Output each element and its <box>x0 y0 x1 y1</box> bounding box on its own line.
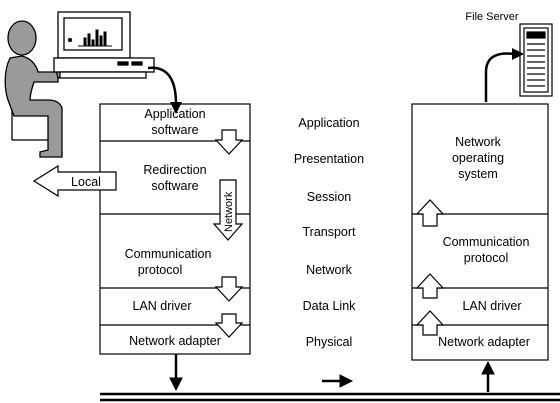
client-communication-label-1: Communication <box>125 247 212 261</box>
client-application-label-2: software <box>151 123 198 137</box>
client-communication-label-2: protocol <box>138 263 182 277</box>
down-arrow-icon <box>214 313 244 338</box>
server-communication-label-2: protocol <box>464 251 508 265</box>
osi-layer-application: Application <box>298 116 359 130</box>
local-left-arrow-icon <box>32 164 117 198</box>
network-down-arrow-icon <box>212 179 244 241</box>
client-network-adapter-label: Network adapter <box>129 334 221 348</box>
client-input-arrow <box>147 66 178 105</box>
server-up-arrows <box>415 199 445 336</box>
client-redirection-label-1: Redirection <box>143 163 206 177</box>
server-nos-label-3: system <box>458 167 498 181</box>
server-nos-label-1: Network <box>455 135 502 149</box>
network-arrow-label: Network <box>223 191 235 232</box>
osi-layer-data-link: Data Link <box>303 299 357 313</box>
up-arrow-icon <box>415 273 445 299</box>
file-server-label: File Server <box>465 11 519 23</box>
client-down-arrows <box>212 129 244 338</box>
right-arrow-icon <box>339 374 354 388</box>
user-body <box>4 55 63 158</box>
osi-layer-presentation: Presentation <box>294 152 364 166</box>
monitor-screen <box>63 17 123 51</box>
client-lan-driver-label: LAN driver <box>132 299 191 313</box>
osi-layer-network: Network <box>306 263 353 277</box>
server-nos-label-2: operating <box>452 151 504 165</box>
server-network-adapter-label: Network adapter <box>438 335 530 349</box>
network-cable <box>100 392 560 402</box>
osi-layer-session: Session <box>307 190 352 204</box>
server-communication-label-1: Communication <box>443 235 530 249</box>
up-arrow-icon <box>415 199 445 227</box>
server-lan-driver-label: LAN driver <box>462 299 521 313</box>
up-arrow-icon <box>481 360 495 375</box>
server-output-arrow <box>484 52 515 102</box>
client-application-label-1: Application <box>144 107 205 121</box>
down-arrow-icon <box>214 129 244 155</box>
up-arrow-icon <box>415 310 445 336</box>
user-workstation-illustration <box>4 11 155 158</box>
chair <box>11 110 48 141</box>
osi-layer-physical: Physical <box>306 335 353 349</box>
client-redirection-label-2: software <box>151 179 198 193</box>
file-server-icon <box>519 23 553 97</box>
osi-layer-transport: Transport <box>302 225 356 239</box>
user-head <box>7 20 37 56</box>
local-label: Local <box>71 175 101 189</box>
down-arrow-icon <box>214 276 244 302</box>
down-arrow-icon <box>169 377 183 392</box>
flow-arrows <box>169 354 495 392</box>
keyboard <box>59 71 147 79</box>
screen-chart-icon <box>78 29 112 47</box>
